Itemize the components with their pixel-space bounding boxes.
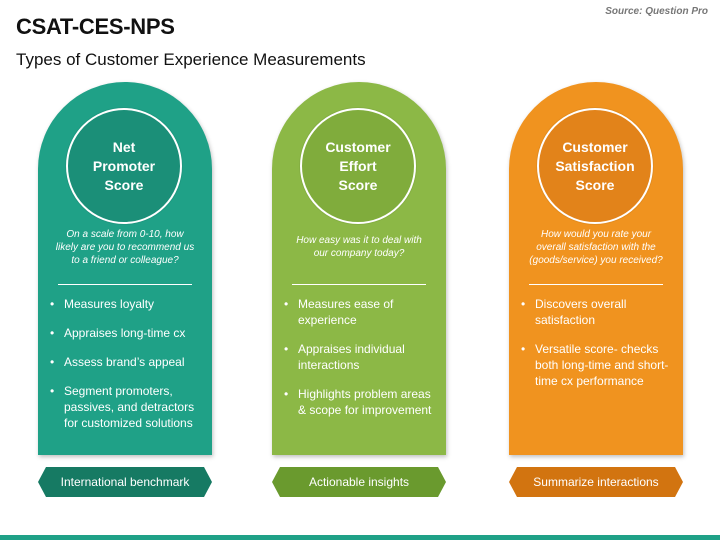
page-subtitle: Types of Customer Experience Measurement… bbox=[16, 50, 366, 69]
nps-bullet-list: Measures loyalty Appraises long-time cx … bbox=[48, 296, 206, 444]
card-nps: Net Promoter Score On a scale from 0-10,… bbox=[38, 82, 212, 455]
nps-bullet: Assess brand’s appeal bbox=[48, 354, 206, 370]
ces-bullet-list: Measures ease of experience Appraises in… bbox=[282, 296, 440, 431]
ces-bullet: Highlights problem areas & scope for imp… bbox=[282, 386, 440, 418]
nps-title-line3: Score bbox=[104, 176, 144, 193]
csat-bullet-list: Discovers overall satisfaction Versatile… bbox=[519, 296, 677, 402]
nps-bullet: Appraises long-time cx bbox=[48, 325, 206, 341]
footer-accent-line bbox=[0, 535, 720, 540]
ces-label-banner: Actionable insights bbox=[272, 467, 446, 497]
card-ces: Customer Effort Score How easy was it to… bbox=[272, 82, 446, 455]
ces-title-line2: Effort bbox=[339, 157, 377, 174]
ces-divider bbox=[292, 284, 426, 285]
ces-title-circle: Customer Effort Score bbox=[300, 108, 416, 224]
ces-bullet: Appraises individual interactions bbox=[282, 341, 440, 373]
csat-title-line2: Satisfaction bbox=[555, 157, 635, 174]
page-title: CSAT-CES-NPS bbox=[16, 14, 175, 39]
csat-label-banner: Summarize interactions bbox=[509, 467, 683, 497]
csat-title-line1: Customer bbox=[562, 138, 628, 155]
csat-bullet: Versatile score- checks both long-time a… bbox=[519, 341, 677, 389]
card-csat: Customer Satisfaction Score How would yo… bbox=[509, 82, 683, 455]
csat-question: How would you rate your overall satisfac… bbox=[529, 229, 663, 266]
ces-title-line3: Score bbox=[338, 176, 378, 193]
ces-label-text: Actionable insights bbox=[308, 475, 410, 489]
source-note: Source: Question Pro bbox=[605, 6, 708, 17]
csat-title-line3: Score bbox=[575, 176, 615, 193]
nps-bullet: Segment promoters, passives, and detract… bbox=[48, 383, 206, 431]
nps-label-banner: International benchmark bbox=[38, 467, 212, 497]
nps-title-circle: Net Promoter Score bbox=[66, 108, 182, 224]
nps-bullet: Measures loyalty bbox=[48, 296, 206, 312]
nps-divider bbox=[58, 284, 192, 285]
ces-title-line1: Customer bbox=[325, 138, 391, 155]
csat-bullet: Discovers overall satisfaction bbox=[519, 296, 677, 328]
csat-divider bbox=[529, 284, 663, 285]
nps-question: On a scale from 0-10, how likely are you… bbox=[55, 229, 195, 266]
ces-bullet: Measures ease of experience bbox=[282, 296, 440, 328]
nps-label-text: International benchmark bbox=[60, 475, 190, 489]
csat-label-text: Summarize interactions bbox=[533, 475, 659, 489]
nps-title-line2: Promoter bbox=[92, 157, 156, 174]
nps-title-line1: Net bbox=[112, 138, 136, 155]
csat-title-circle: Customer Satisfaction Score bbox=[537, 108, 653, 224]
ces-question: How easy was it to deal with our company… bbox=[296, 235, 422, 259]
